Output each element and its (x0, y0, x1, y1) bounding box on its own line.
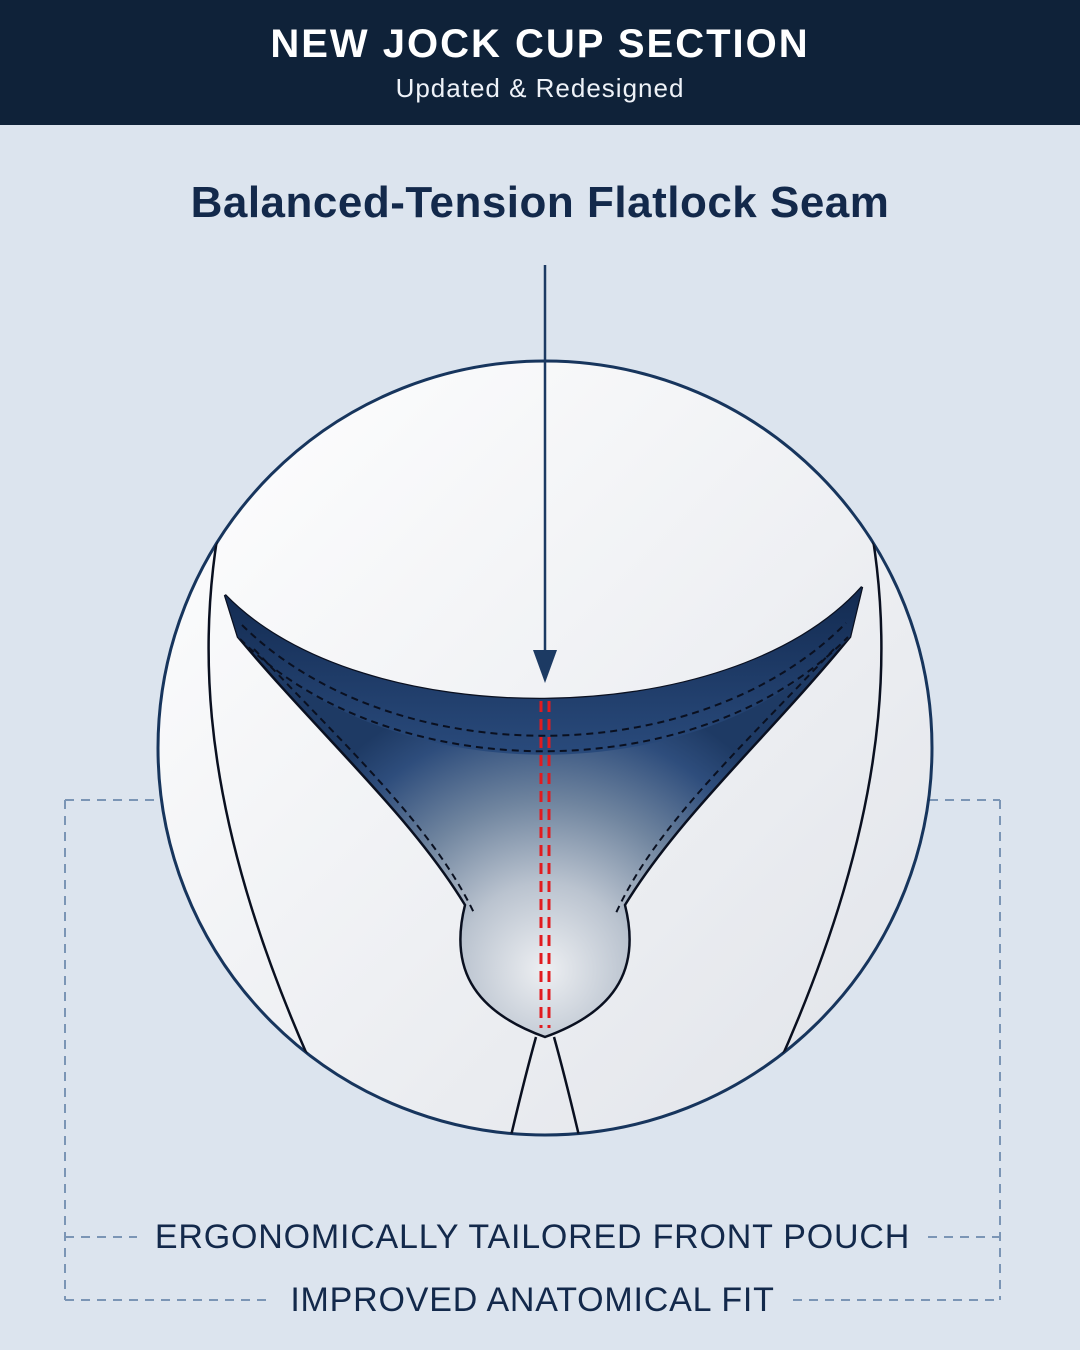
callout-dash-right (792, 1299, 1001, 1301)
callout-dash-right (928, 1236, 1000, 1238)
page-title: NEW JOCK CUP SECTION (270, 22, 810, 66)
callout-row-fit: IMPROVED ANATOMICAL FIT (65, 1273, 1001, 1327)
callout-dash-left (65, 1236, 137, 1238)
diagram-svg (64, 265, 1001, 1300)
callout-label-pouch: ERGONOMICALLY TAILORED FRONT POUCH (154, 1217, 911, 1256)
callout-label-fit: IMPROVED ANATOMICAL FIT (290, 1280, 775, 1319)
stitch-line (615, 648, 835, 914)
center-seam-red (539, 701, 551, 1028)
brief-illustration (207, 434, 883, 1135)
section-heading: Balanced-Tension Flatlock Seam (190, 178, 890, 227)
callout-dash-left (65, 1299, 273, 1301)
callout-row-pouch: ERGONOMICALLY TAILORED FRONT POUCH (65, 1210, 1000, 1264)
header: NEW JOCK CUP SECTION Updated & Redesigne… (0, 0, 1080, 125)
inner-thigh-line-right (552, 1036, 582, 1135)
waistband (225, 587, 862, 755)
page-subtitle: Updated & Redesigned (395, 73, 685, 103)
stitch-line (241, 622, 847, 737)
inner-thigh-line-left (508, 1036, 538, 1135)
stitch-line (253, 648, 475, 914)
down-arrow-icon (533, 265, 557, 683)
waistband-stitch-lines (239, 622, 849, 914)
